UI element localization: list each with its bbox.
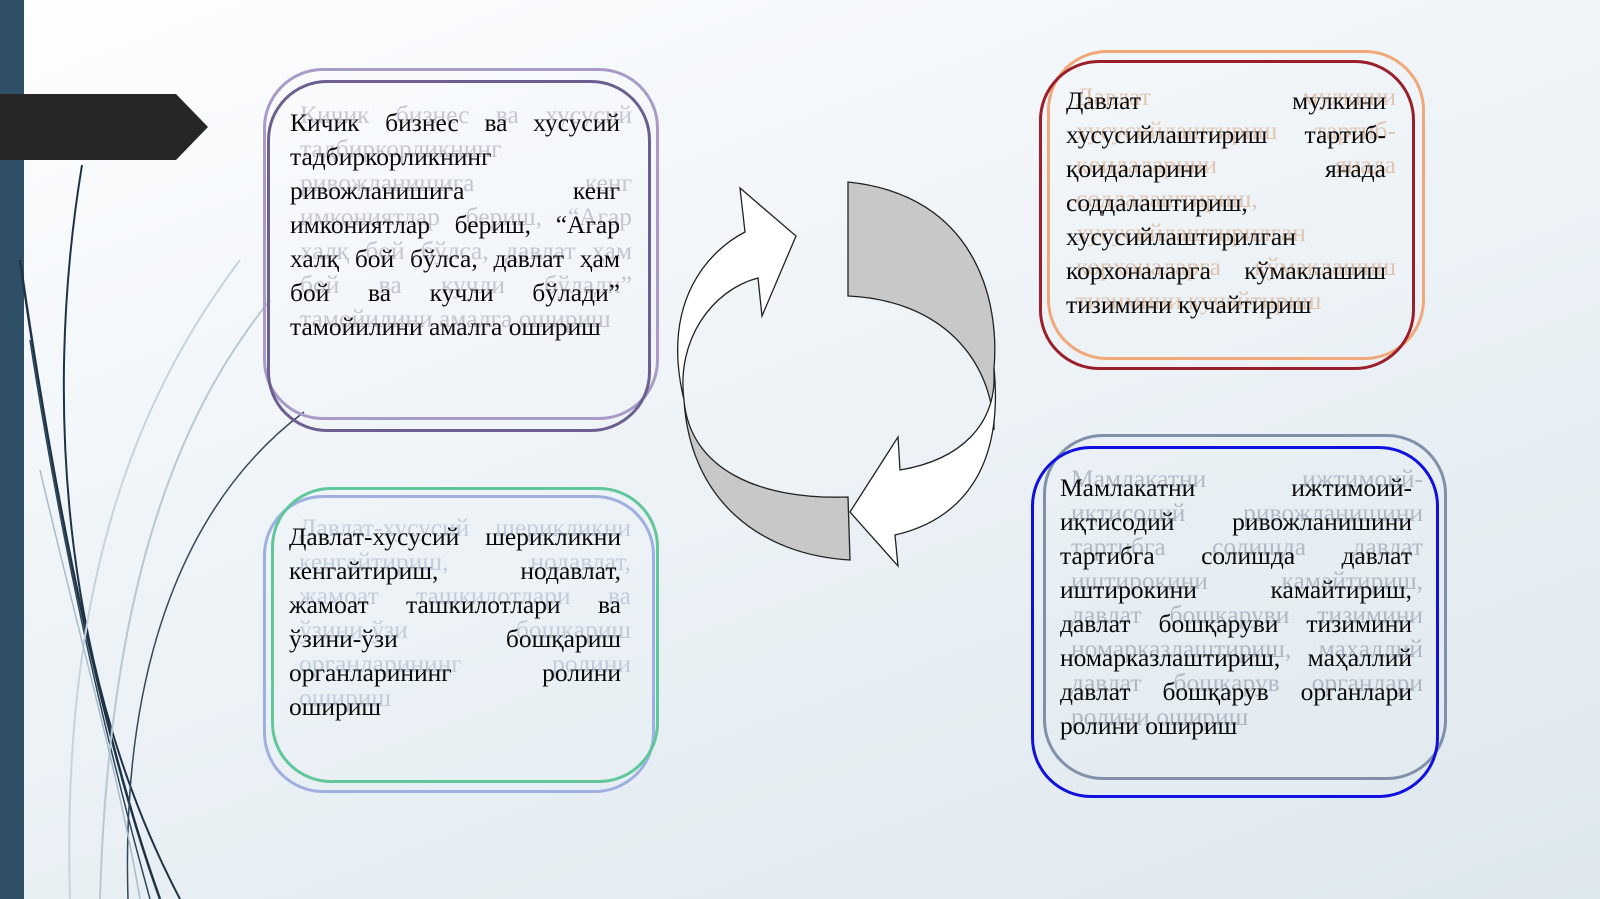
box-inner-frame bbox=[1039, 60, 1415, 370]
box-text: Мамлакатни ижтимоий-иқтисодий ривожланиш… bbox=[1060, 473, 1412, 740]
box-outer-frame bbox=[263, 495, 655, 793]
box-text: Давлат-хусусий шерикликни кенгайтириш, н… bbox=[289, 522, 621, 721]
box-outer-frame bbox=[1043, 434, 1447, 780]
box-small-business: Кичик бизнес ва хусусий тадбиркорликнинг… bbox=[263, 68, 659, 432]
box-privatization: Давлат мулкини хусусийлаштириш тартиб-қо… bbox=[1039, 50, 1425, 370]
box-public-private: Давлат-хусусий шерикликни кенгайтириш, н… bbox=[263, 487, 659, 793]
box-inner-frame bbox=[1031, 446, 1439, 798]
box-text-shadow: Давлат-хусусий шерикликни кенгайтириш, н… bbox=[299, 513, 631, 712]
decorative-curves bbox=[18, 164, 305, 899]
box-outer-frame bbox=[1047, 50, 1425, 360]
box-text: Кичик бизнес ва хусусий тадбиркорликнинг… bbox=[290, 108, 620, 341]
arrow-tab bbox=[0, 94, 208, 160]
box-text-shadow: Кичик бизнес ва хусусий тадбиркорликнинг… bbox=[300, 100, 632, 333]
box-inner-frame bbox=[267, 80, 651, 432]
box-text-shadow: Давлат мулкини хусусийлаштириш тартиб-қо… bbox=[1076, 82, 1396, 315]
box-outer-frame bbox=[263, 68, 659, 420]
box-inner-frame bbox=[271, 487, 659, 783]
box-text-shadow: Мамлакатни ижтимоий-иқтисодий ривожланиш… bbox=[1071, 464, 1423, 731]
box-state-participation: Мамлакатни ижтимоий-иқтисодий ривожланиш… bbox=[1031, 434, 1447, 798]
box-text: Давлат мулкини хусусийлаштириш тартиб-қо… bbox=[1066, 86, 1386, 319]
circular-arrows-icon bbox=[677, 181, 996, 568]
